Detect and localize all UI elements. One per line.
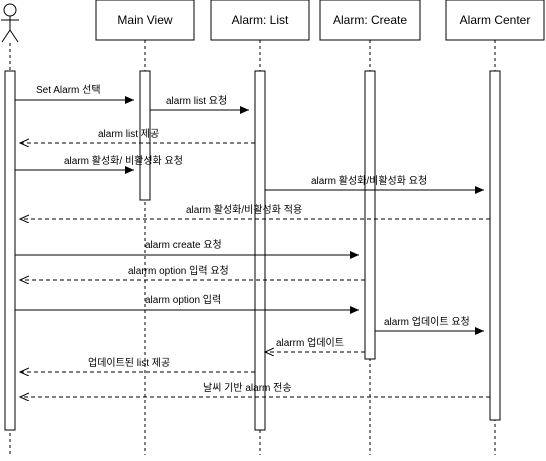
activation-create	[364, 70, 376, 360]
message-2-label: alarm list 요청	[166, 95, 227, 107]
message-12-label: 업데이트된 list 제공	[88, 356, 170, 369]
message-10: alarm 업데이트 요청	[375, 315, 484, 335]
message-4: alarm 활성화/ 비활성화 요청	[15, 154, 183, 174]
message-11: alarrm 업데이트	[265, 336, 365, 352]
message-9: alarm option 입력	[15, 293, 359, 314]
activation-center	[489, 70, 501, 421]
message-6-label: alarm 활성화/비활성화 적용	[186, 203, 302, 216]
message-3: alarm list 제공	[20, 128, 255, 143]
message-5-label: alarm 활성화/비활성화 요청	[311, 174, 427, 187]
message-7-label: alarm create 요청	[145, 239, 222, 251]
message-4-label: alarm 활성화/ 비활성화 요청	[64, 154, 183, 167]
participant-create: Alarm: Create	[319, 0, 421, 41]
message-6: alarm 활성화/비활성화 적용	[20, 203, 490, 219]
message-12: 업데이트된 list 제공	[20, 356, 255, 372]
message-7: alarm create 요청	[15, 239, 359, 259]
participant-main-label: Main View	[117, 13, 172, 27]
message-1-label: Set Alarm 선택	[36, 84, 101, 96]
message-5: alarm 활성화/비활성화 요청	[265, 174, 484, 194]
message-13: 날씨 기반 alarm 전송	[20, 382, 490, 397]
user-actor-icon	[1, 3, 19, 43]
participant-list-label: Alarm: List	[232, 13, 289, 27]
message-3-label: alarm list 제공	[98, 128, 159, 140]
participant-center-label: Alarm Center	[460, 13, 531, 27]
message-10-label: alarm 업데이트 요청	[384, 315, 470, 328]
participant-list: Alarm: List	[210, 0, 310, 41]
participant-center: Alarm Center	[445, 0, 545, 41]
activation-user	[4, 70, 16, 431]
activation-bars	[4, 70, 501, 431]
activation-list	[254, 70, 266, 431]
participant-main: Main View	[95, 0, 195, 41]
message-13-label: 날씨 기반 alarm 전송	[203, 382, 292, 394]
participant-create-label: Alarm: Create	[333, 13, 407, 27]
message-9-label: alarm option 입력	[145, 293, 221, 306]
message-1: Set Alarm 선택	[15, 84, 134, 104]
message-11-label: alarrm 업데이트	[276, 336, 344, 349]
activation-main	[139, 70, 151, 201]
message-2: alarm list 요청	[150, 95, 249, 114]
message-8: alarrm option 입력 요청	[20, 264, 365, 280]
message-8-label: alarrm option 입력 요청	[128, 264, 229, 277]
